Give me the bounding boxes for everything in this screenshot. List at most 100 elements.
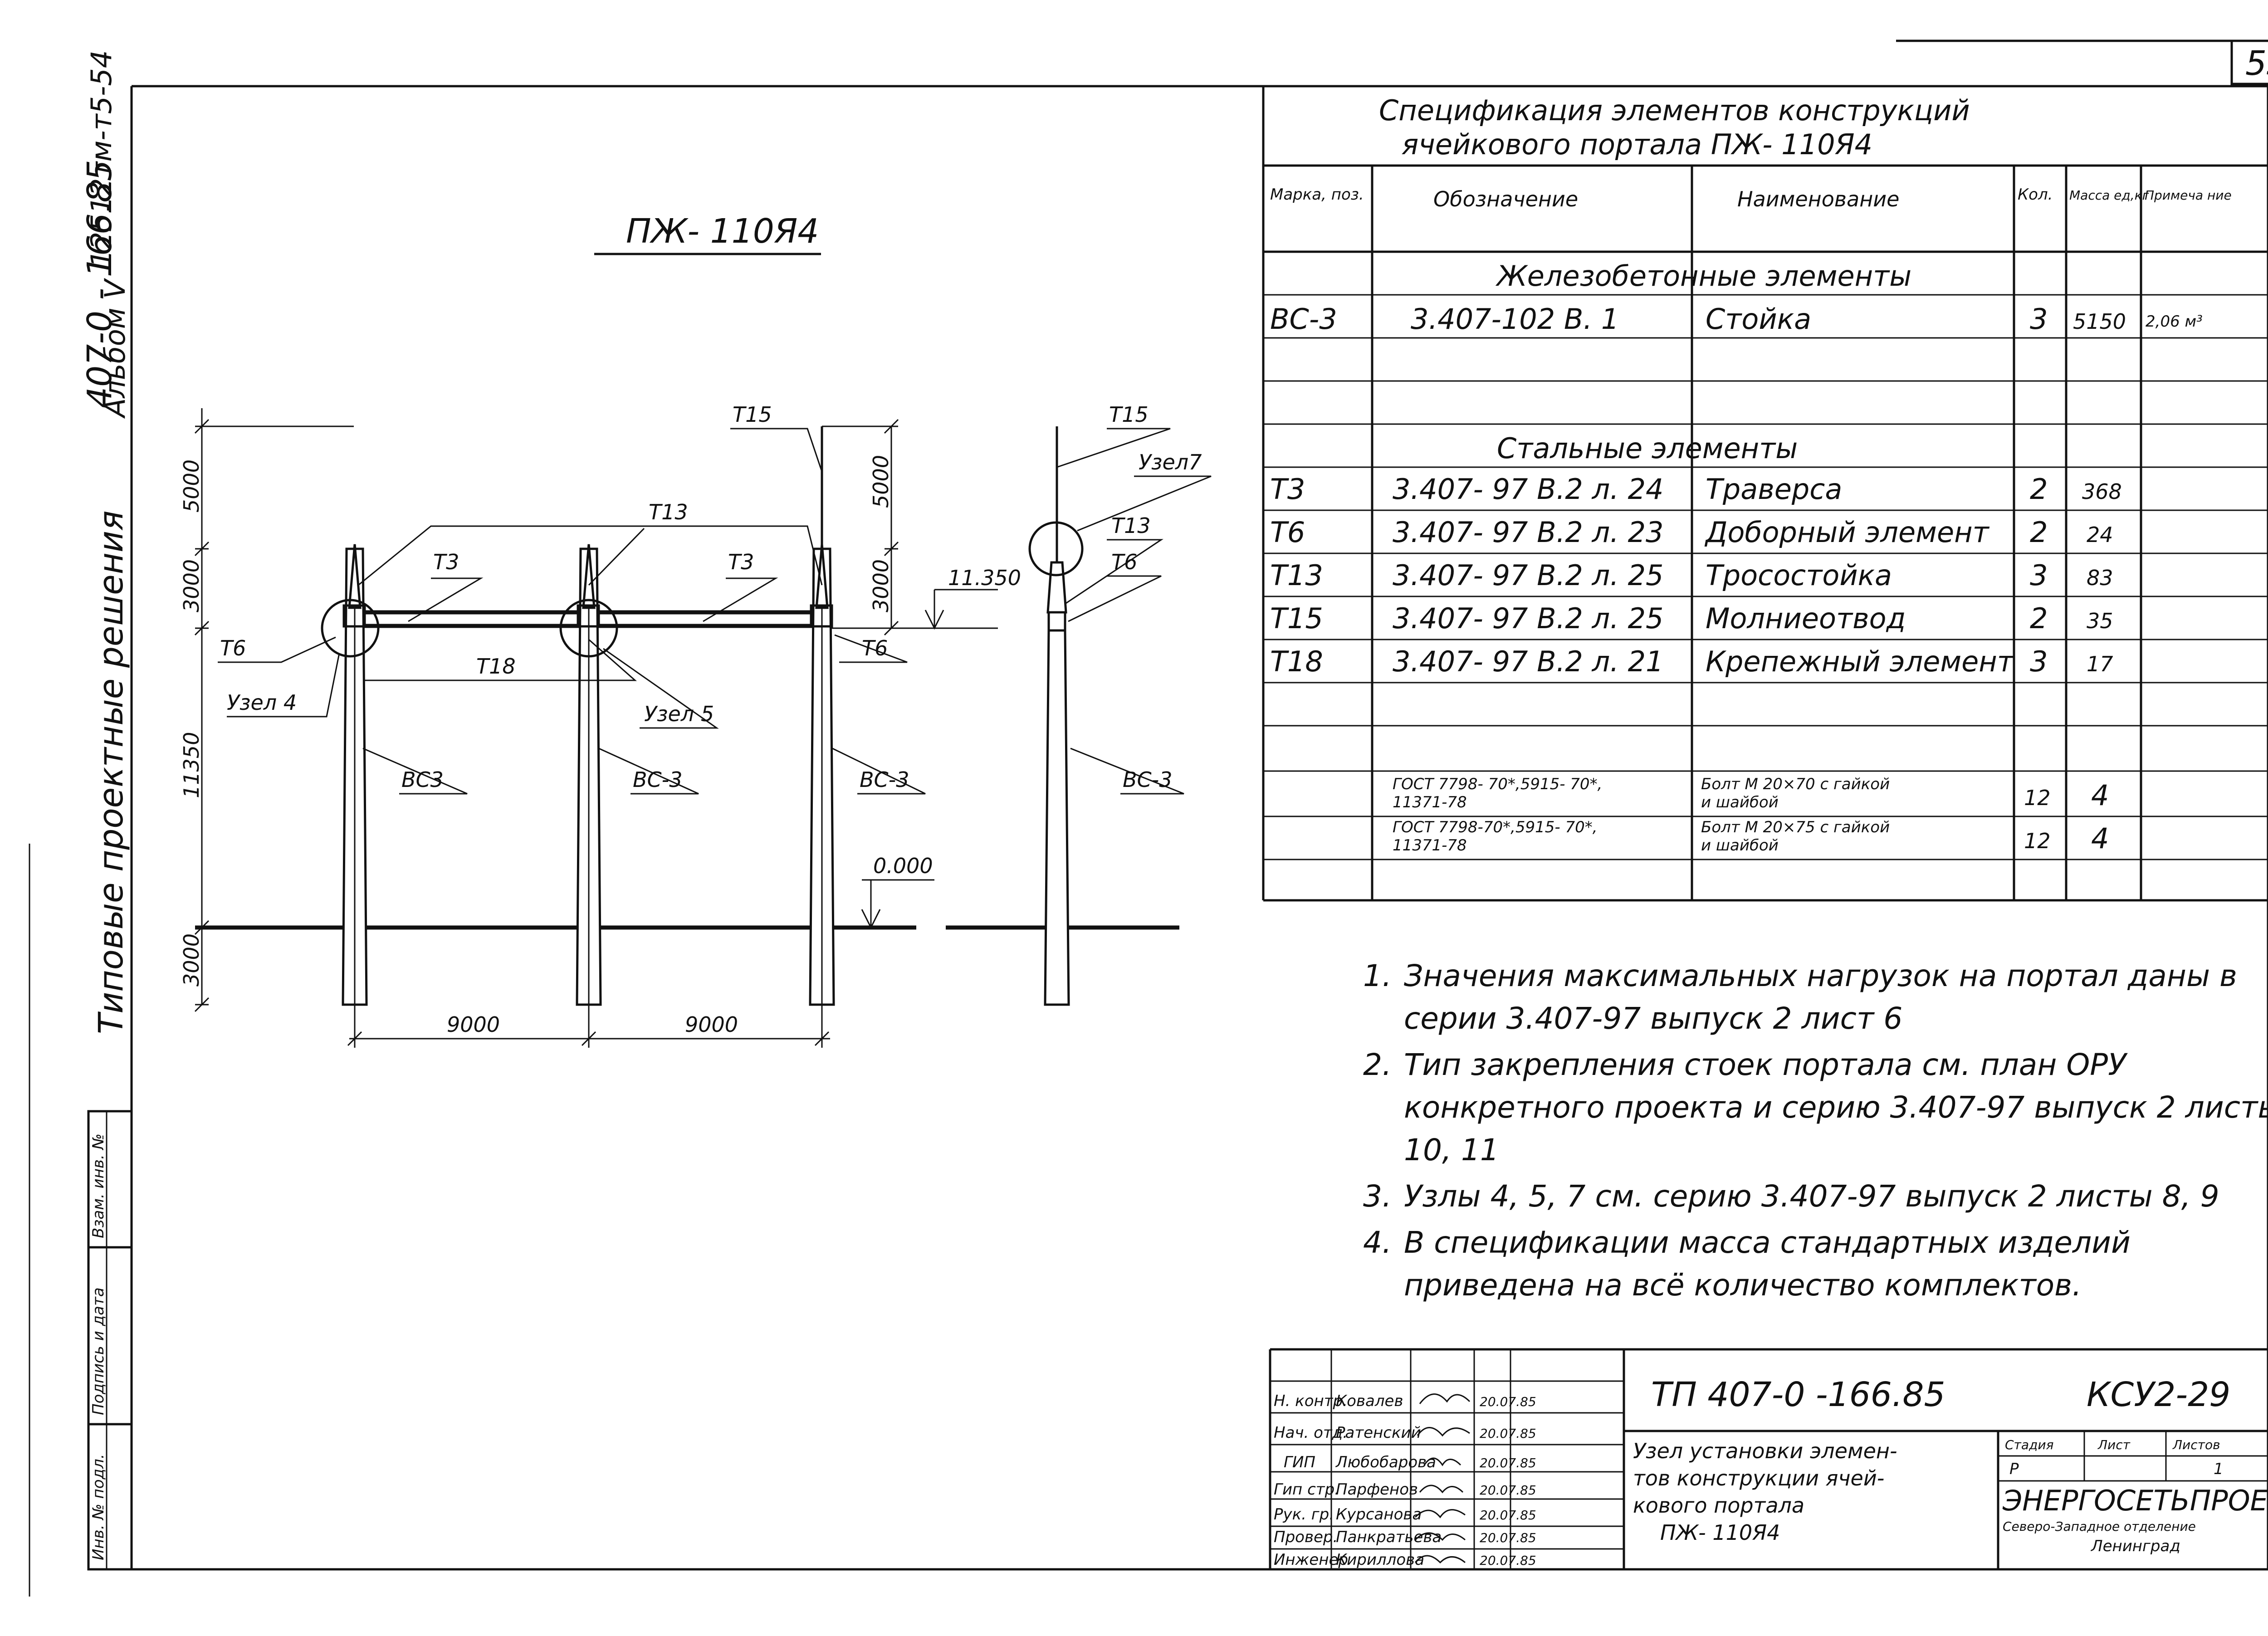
- svg-text:Нач. отд.: Нач. отд.: [1274, 1424, 1348, 1442]
- spec-table: [1262, 86, 2268, 902]
- svg-text:2,06 м³: 2,06 м³: [2146, 313, 2203, 331]
- side-album: Альбом V: [98, 278, 132, 419]
- note-3: 3. Узлы 4, 5, 7 см. серию 3.407-97 выпус…: [1363, 1175, 2268, 1218]
- notes-list: 1. Значения максимальных нагрузок на пор…: [1363, 955, 2268, 1310]
- dim-9000-right: 9000: [685, 1012, 738, 1037]
- note-4-number: 4.: [1363, 1225, 1392, 1260]
- svg-text:3.407- 97 В.2 л. 25: 3.407- 97 В.2 л. 25: [1393, 602, 1664, 635]
- stage-value: Р: [2009, 1460, 2019, 1478]
- svg-text:3.407- 97 В.2 л. 24: 3.407- 97 В.2 л. 24: [1393, 473, 1664, 506]
- svg-text:Панкратьева: Панкратьева: [1336, 1528, 1442, 1546]
- label-t3-right: Т3: [728, 550, 754, 574]
- svg-text:2: 2: [2030, 602, 2048, 635]
- side-doc-number: 12512тм-т5-54: [85, 50, 118, 268]
- title-line-3: кового портала: [1633, 1493, 1804, 1518]
- label-node-5: Узел 5: [644, 702, 714, 726]
- svg-text:Стойка: Стойка: [1706, 303, 1811, 336]
- note-1-text: Значения максимальных нагрузок на портал…: [1404, 958, 2237, 1036]
- side-series-code: 407-0 - 166.85: [80, 160, 119, 408]
- note-4-text: В спецификации масса стандартных изделий…: [1404, 1225, 2131, 1303]
- label-t3-left: Т3: [433, 550, 459, 574]
- dim-3000-left: 3000: [179, 559, 204, 612]
- svg-text:Гип стр.: Гип стр.: [1274, 1480, 1339, 1499]
- elevation-top-label: 11.350: [948, 566, 1021, 590]
- sheets-value: 1: [2214, 1460, 2224, 1478]
- doc-code: ТП 407-0 -166.85: [1651, 1375, 1945, 1414]
- svg-text:Взам. инв. №: Взам. инв. №: [89, 1133, 108, 1238]
- stamp-cell-sign: Подпись и дата: [89, 1287, 108, 1415]
- svg-text:Крепежный элемент: Крепежный элемент: [1706, 645, 2014, 678]
- horizontal-dimension-chain: [347, 1005, 830, 1048]
- dim-11350: 11350: [179, 732, 204, 798]
- svg-text:35: 35: [2087, 609, 2113, 633]
- note-2-number: 2.: [1363, 1047, 1392, 1082]
- spec-row-concrete-1: ВС-3 3.407-102 В. 1 Стойка 3 5150 2,06 м…: [1270, 303, 2203, 336]
- org-dept: Северо-Западное отделение: [2003, 1519, 2196, 1534]
- svg-text:12512тм-т5-54: 12512тм-т5-54: [85, 50, 118, 268]
- signer-row-1: Н. контр. Ковалев 20.07.85: [1274, 1392, 1536, 1410]
- spec-row-bolt-2: ГОСТ 7798-70*,5915- 70*, 11371-78 Болт М…: [1393, 818, 2109, 855]
- svg-text:3: 3: [2030, 559, 2048, 592]
- svg-text:Т18: Т18: [1270, 645, 1323, 678]
- label-t15-left: Т15: [733, 402, 772, 427]
- label-bc3-1: ВС3: [401, 767, 444, 792]
- svg-text:368: 368: [2082, 479, 2122, 504]
- svg-text:Любобарова: Любобарова: [1335, 1453, 1436, 1471]
- dim-9000-left: 9000: [447, 1012, 500, 1037]
- svg-text:4: 4: [2091, 779, 2109, 812]
- pole-2: [576, 544, 602, 1006]
- note-2: 2. Тип закрепления стоек портала см. пла…: [1363, 1044, 2268, 1172]
- svg-text:4: 4: [2091, 822, 2109, 855]
- dim-5000-left: 5000: [179, 459, 204, 513]
- signature-2: [1417, 1427, 1470, 1437]
- svg-text:Ковалев: Ковалев: [1336, 1392, 1403, 1410]
- spec-header-note: Примеча ние: [2145, 188, 2232, 203]
- spec-header-qty: Кол.: [2018, 186, 2053, 204]
- signer-row-6: Провер. Панкратьева 20.07.85: [1274, 1528, 1536, 1546]
- signer-row-2: Нач. отд. Ратенский 20.07.85: [1274, 1424, 1536, 1442]
- spec-row-bolt-1: ГОСТ 7798- 70*,5915- 70*, 11371-78 Болт …: [1393, 775, 2109, 812]
- elevation-mark-ground: [861, 879, 934, 929]
- note-3-text: Узлы 4, 5, 7 см. серию 3.407-97 выпуск 2…: [1404, 1179, 2219, 1214]
- spec-row-steel-5: Т18 3.407- 97 В.2 л. 21 Крепежный элемен…: [1270, 645, 2113, 678]
- svg-text:Тросостойка: Тросостойка: [1706, 559, 1892, 592]
- label-t13-mid: Т13: [649, 500, 688, 524]
- svg-text:3.407- 97 В.2 л. 23: 3.407- 97 В.2 л. 23: [1393, 516, 1664, 549]
- pole-side-view: [1044, 426, 1070, 1006]
- signature-4: [1419, 1485, 1464, 1494]
- label-node-7: Узел7: [1139, 450, 1202, 474]
- title-block-grid: [1269, 1348, 2268, 1569]
- node-4-circle: [321, 599, 380, 658]
- svg-text:и шайбой: и шайбой: [1701, 836, 1779, 855]
- svg-text:3.407- 97 В.2 л. 25: 3.407- 97 В.2 л. 25: [1393, 559, 1664, 592]
- svg-text:Болт М 20×75 с гайкой: Болт М 20×75 с гайкой: [1701, 818, 1890, 836]
- title-line-1: Узел установки элемен-: [1633, 1439, 1897, 1463]
- svg-text:Т6: Т6: [1270, 516, 1305, 549]
- label-bc3-2: ВС-3: [633, 767, 683, 792]
- svg-text:Инженер: Инженер: [1274, 1551, 1348, 1569]
- pole-1: [342, 544, 368, 1006]
- spec-row-steel-1: Т3 3.407- 97 В.2 л. 24 Траверса 2 368: [1270, 473, 2122, 506]
- note-1-number: 1.: [1363, 958, 1392, 993]
- svg-text:20.07.85: 20.07.85: [1480, 1508, 1536, 1523]
- svg-text:Инв. № подл.: Инв. № подл.: [89, 1454, 108, 1560]
- svg-text:ГОСТ 7798- 70*,5915- 70*,: ГОСТ 7798- 70*,5915- 70*,: [1393, 775, 1602, 793]
- spec-header-mark: Марка, поз.: [1270, 186, 1364, 204]
- spec-header-mass: Масса ед,кг: [2069, 188, 2149, 203]
- svg-text:Т13: Т13: [1270, 559, 1323, 592]
- signer-row-5: Рук. гр. Курсанова 20.07.85: [1274, 1505, 1536, 1524]
- elevation-ground-label: 0.000: [873, 854, 933, 878]
- svg-text:Подпись и дата: Подпись и дата: [89, 1287, 108, 1415]
- svg-text:20.07.85: 20.07.85: [1480, 1530, 1536, 1545]
- signature-3: [1423, 1457, 1461, 1466]
- svg-text:3: 3: [2030, 645, 2048, 678]
- label-t6-left: Т6: [220, 636, 246, 660]
- sheet-label: Лист: [2097, 1437, 2131, 1452]
- stamp-cell-inv: Инв. № подл.: [89, 1454, 108, 1560]
- label-t15-right: Т15: [1109, 402, 1149, 427]
- label-t6-side: Т6: [1111, 550, 1137, 574]
- leader-lines: [218, 428, 1212, 795]
- svg-text:ГОСТ 7798-70*,5915- 70*,: ГОСТ 7798-70*,5915- 70*,: [1393, 818, 1598, 836]
- elevation-mark-top: [830, 589, 998, 630]
